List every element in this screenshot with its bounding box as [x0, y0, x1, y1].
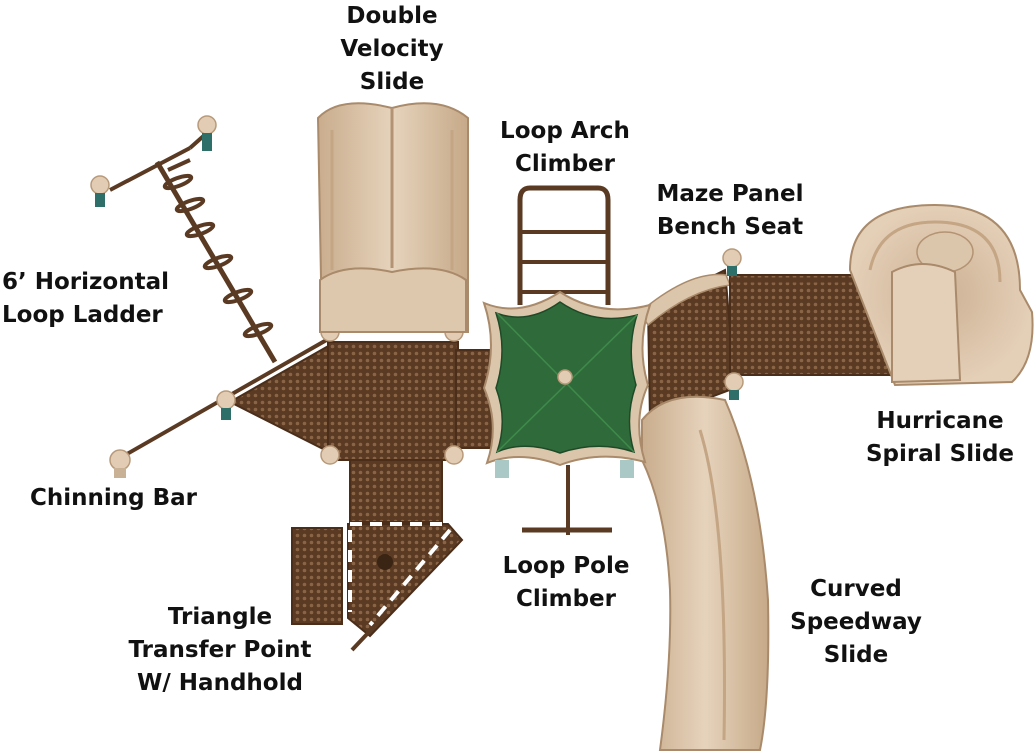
horizontal-loop-ladder-label: 6’ Horizontal Loop Ladder [2, 269, 169, 328]
triangle-transfer-point-label: Triangle Transfer Point W/ Handhold [128, 604, 312, 696]
double-velocity-slide [316, 102, 469, 333]
maze-panel-bench-seat-label: Maze Panel Bench Seat [656, 181, 804, 240]
triangle-deck [216, 343, 337, 457]
triangle-transfer-point [291, 522, 464, 652]
central-deck [320, 322, 497, 523]
curved-speedway-slide [641, 395, 770, 751]
loop-arch-climber [517, 185, 611, 305]
chinning-bar-label: Chinning Bar [30, 485, 198, 511]
loop-pole-climber-label: Loop Pole Climber [502, 553, 630, 612]
double-velocity-slide-label: Double Velocity Slide [340, 3, 444, 95]
horizontal-loop-ladder [90, 115, 278, 364]
loop-arch-climber-label: Loop Arch Climber [500, 118, 630, 177]
curved-speedway-slide-label: Curved Speedway Slide [790, 576, 922, 668]
hurricane-spiral-slide [848, 203, 1034, 387]
loop-pole-climber [522, 465, 612, 535]
hurricane-spiral-slide-label: Hurricane Spiral Slide [865, 408, 1015, 467]
green-roof [482, 290, 652, 478]
